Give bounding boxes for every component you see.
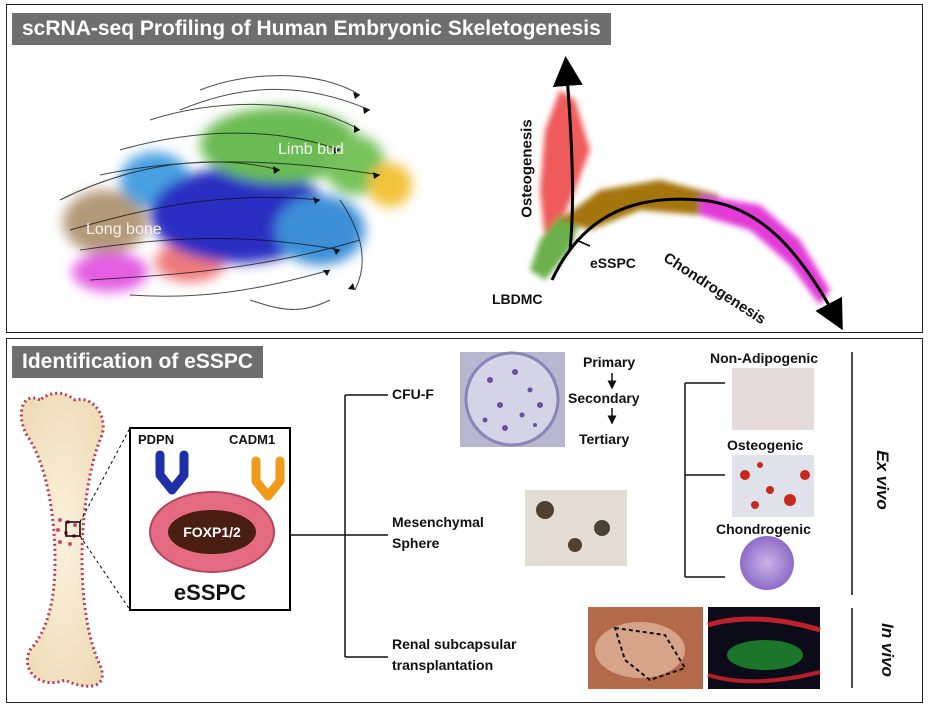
renal-transplant-photo [588,607,703,689]
limb-bud-label: Limb bud [278,141,344,158]
top-panel-title: scRNA-seq Profiling of Human Embryonic S… [12,13,611,45]
bottom-panel [6,338,923,703]
esspc-cell-diagram [129,427,291,611]
cfu-f-label: CFU-F [392,386,434,402]
long-bone-label: Long bone [86,221,162,238]
mesenchymal-sphere-image [525,490,627,566]
non-adipogenic-label: Non-Adipogenic [710,350,819,366]
fluorescence-image [707,607,821,689]
in-vivo-label: In vivo [877,623,897,677]
umap-velocity-plot [59,75,412,310]
sphere-label-line2: Sphere [392,535,440,551]
cfu-step-secondary: Secondary [568,390,640,406]
chondrogenic-image [740,536,794,590]
sphere-label-line1: Mesenchymal [392,514,484,530]
renal-label-line1: Renal subcapsular [392,636,517,652]
esspc-trajectory-label: eSSPC [590,255,636,271]
cfu-step-primary: Primary [583,354,636,370]
bottom-panel-title: Identification of eSSPC [12,346,264,378]
osteogenic-label: Osteogenic [727,437,804,453]
connector-lines [290,352,853,688]
pdpn-label: PDPN [138,432,175,447]
chondrogenic-label: Chondrogenic [716,521,811,537]
osteogenesis-label: Osteogenesis [518,119,536,218]
cell-name-label: eSSPC [173,580,247,605]
cadm1-label: CADM1 [229,432,276,447]
nucleus-label: FOXP1/2 [183,524,241,540]
trajectory-plot [530,56,843,331]
renal-label-line2: transplantation [392,657,494,673]
lbdmc-label: LBDMC [492,291,543,307]
bone-illustration [19,391,131,688]
cfu-petri-dish-image [460,351,565,447]
non-adipogenic-image [732,368,814,430]
osteogenic-image [732,455,814,517]
cfu-step-tertiary: Tertiary [579,431,630,447]
ex-vivo-label: Ex vivo [872,450,892,510]
